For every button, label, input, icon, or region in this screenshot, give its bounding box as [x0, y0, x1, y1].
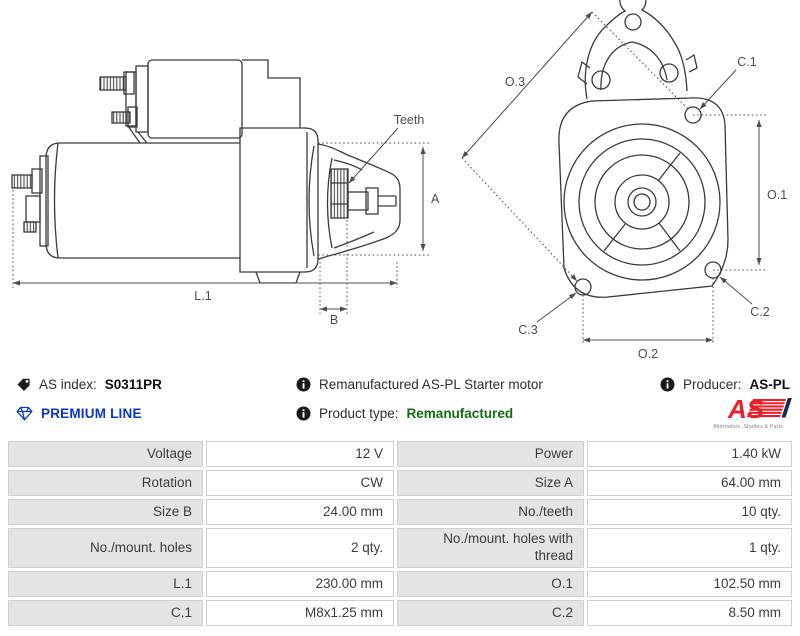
spec-label-cell: No./mount. holes	[8, 528, 203, 568]
spec-value-cell: 12 V	[206, 441, 394, 467]
dimension-l1-label: L.1	[194, 289, 211, 303]
as-pl-logo: AS Alternators, Starters & Parts	[702, 396, 794, 432]
product-type-value: Remanufactured	[406, 406, 514, 421]
spec-label-cell: No./teeth	[397, 499, 584, 525]
logo-text: AS	[727, 396, 765, 424]
dimension-o1-label: O.1	[767, 188, 787, 202]
front-view-dimensions	[461, 11, 766, 345]
producer-item: Producer: AS-PL	[660, 377, 790, 392]
spec-label-cell: Power	[397, 441, 584, 467]
hole-c1	[684, 106, 702, 124]
dimension-o3-label: O.3	[505, 75, 525, 89]
rear-stud-icon	[11, 174, 33, 189]
dimension-b-label: B	[330, 313, 338, 327]
producer-value: AS-PL	[749, 377, 791, 392]
spec-value-cell: 64.00 mm	[587, 470, 792, 496]
product-type-item: Product type: Remanufactured	[296, 406, 513, 421]
spec-value-cell: 2 qty.	[206, 528, 394, 568]
product-type-label: Product type:	[319, 406, 399, 421]
spec-label-cell: O.1	[397, 571, 584, 597]
front-view-drawing: O.3 C.1 O.1 C.2 C.3 O.2	[461, 0, 787, 361]
shaft-center	[633, 193, 651, 211]
spec-value-cell: M8x1.25 mm	[206, 600, 394, 626]
mounting-flange	[558, 97, 729, 298]
spec-label-cell: Size A	[397, 470, 584, 496]
spec-label-cell: Rotation	[8, 470, 203, 496]
diamond-icon	[16, 406, 33, 421]
starter-motor-front-outline	[558, 0, 729, 298]
as-index-item: AS index: S0311PR	[16, 377, 162, 392]
as-index-label: AS index:	[39, 377, 97, 392]
info-icon	[296, 377, 311, 392]
side-view-drawing: Teeth A L.1 B	[11, 59, 440, 327]
spec-value-cell: 102.50 mm	[587, 571, 792, 597]
spec-label-cell: No./mount. holes with thread	[397, 528, 584, 568]
spec-label-cell: Size B	[8, 499, 203, 525]
top-mount-hole	[624, 13, 642, 31]
dimension-c2-label: C.2	[750, 305, 770, 319]
solenoid	[147, 59, 243, 139]
pinion-gear	[330, 168, 349, 219]
description-item: Remanufactured AS-PL Starter motor	[296, 377, 543, 392]
info-icon	[660, 377, 675, 392]
spec-value-cell: 230.00 mm	[206, 571, 394, 597]
premium-line-label: PREMIUM LINE	[41, 406, 142, 421]
c1-leader-line	[699, 69, 737, 110]
description-text: Remanufactured AS-PL Starter motor	[319, 377, 543, 392]
spec-value-cell: 1.40 kW	[587, 441, 792, 467]
c2-leader-line	[719, 276, 753, 305]
dimension-c3-label: C.3	[518, 323, 538, 337]
spec-value-cell: 24.00 mm	[206, 499, 394, 525]
spec-value-cell: 10 qty.	[587, 499, 792, 525]
teeth-label: Teeth	[394, 113, 425, 127]
logo-tagline: Alternators, Starters & Parts	[713, 424, 783, 430]
logo-stripes	[747, 398, 792, 418]
starter-motor-side-outline	[11, 59, 401, 284]
dimension-c1-label: C.1	[737, 55, 757, 69]
spec-value-cell: 8.50 mm	[587, 600, 792, 626]
solenoid-terminal-icon	[99, 76, 127, 91]
side-view-dimensions	[12, 127, 430, 314]
spec-label-cell: C.2	[397, 600, 584, 626]
as-index-value: S0311PR	[104, 377, 162, 392]
dimension-a-label: A	[431, 192, 440, 206]
spec-label-cell: C.1	[8, 600, 203, 626]
spec-value-cell: 1 qty.	[587, 528, 792, 568]
tag-icon	[16, 377, 31, 392]
spec-value-cell: CW	[206, 470, 394, 496]
spec-label-cell: L.1	[8, 571, 203, 597]
teeth-leader-line	[348, 127, 399, 184]
dimension-o2-label: O.2	[638, 347, 658, 361]
dimension-o3-arrow	[461, 11, 593, 159]
spec-table: Voltage 12 V Power 1.40 kW Rotation CW S…	[8, 441, 792, 626]
premium-line-item: PREMIUM LINE	[16, 406, 142, 421]
producer-label: Producer:	[683, 377, 742, 392]
c3-leader-line	[536, 292, 577, 323]
info-icon	[296, 406, 311, 421]
spec-label-cell: Voltage	[8, 441, 203, 467]
